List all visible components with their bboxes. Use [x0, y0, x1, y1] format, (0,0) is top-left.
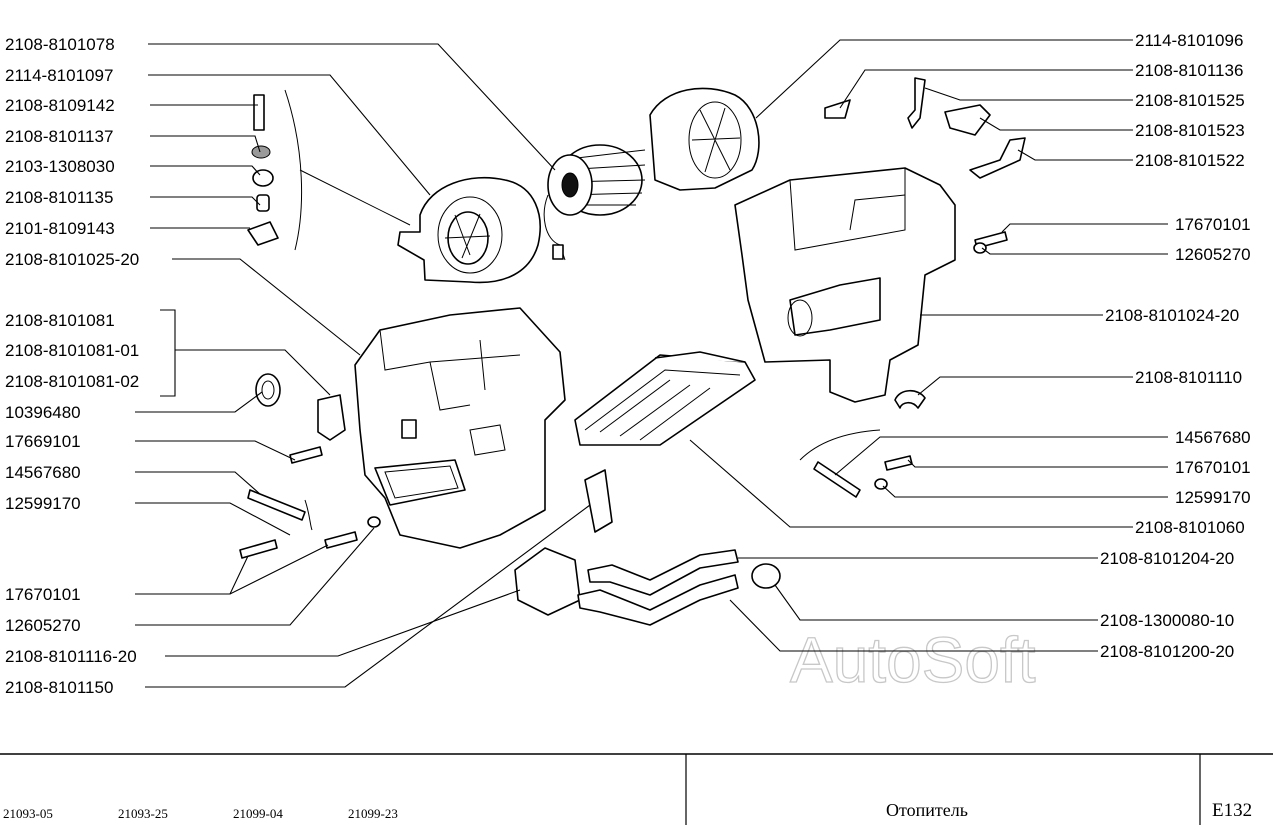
heater-housing-right-part — [734, 167, 956, 403]
clamp-strip-right-part — [813, 461, 861, 498]
clamp-strip-left-part — [247, 489, 306, 521]
left-labels: 2108-8101078 2114-8101097 2108-8109142 2… — [5, 35, 139, 697]
model-21093-05: 21093-05 — [3, 806, 53, 821]
label-2108-8101081-01: 2108-8101081-01 — [5, 341, 139, 360]
sheet-title: Отопитель — [886, 800, 968, 820]
label-2114-8101097: 2114-8101097 — [5, 66, 113, 85]
label-12605270-left: 12605270 — [5, 616, 81, 635]
screw-left-2-part — [239, 539, 278, 559]
hoses-part — [577, 549, 739, 626]
fan-housing-left-part — [397, 176, 541, 284]
leader-lines — [135, 39, 1168, 688]
heater-housing-left-part — [354, 307, 566, 549]
pipe-bracket-part — [584, 469, 613, 533]
label-12605270-right: 12605270 — [1175, 245, 1251, 264]
group-arc-left — [304, 499, 313, 531]
screw-part — [253, 94, 265, 131]
screw-right-part — [884, 455, 913, 471]
label-2108-8101525: 2108-8101525 — [1135, 91, 1245, 110]
screw-left-3-part — [324, 531, 358, 549]
label-2108-8101110: 2108-8101110 — [1135, 368, 1242, 387]
resistor-part — [317, 394, 346, 441]
label-2108-8101116-20: 2108-8101116-20 — [5, 647, 137, 666]
label-2114-8101096: 2114-8101096 — [1135, 31, 1243, 50]
heater-tap-part — [514, 547, 581, 616]
label-2108-8101523: 2108-8101523 — [1135, 121, 1245, 140]
label-2108-8101150: 2108-8101150 — [5, 678, 113, 697]
label-2108-8101060: 2108-8101060 — [1135, 518, 1245, 537]
watermark: AutoSoft — [790, 624, 1036, 696]
hose-clamp-part — [751, 563, 781, 589]
label-17669101: 17669101 — [5, 432, 81, 451]
washer-top-right-part — [973, 242, 987, 254]
lever-part — [907, 77, 926, 129]
bushing-part — [252, 169, 274, 187]
label-2108-8101024-20: 2108-8101024-20 — [1105, 306, 1239, 325]
sheet-code: E132 — [1212, 800, 1252, 821]
label-17670101-right: 17670101 — [1175, 458, 1251, 477]
nut-clip-part — [247, 221, 279, 246]
seal-ring-part — [255, 373, 281, 407]
label-17670101-left: 17670101 — [5, 585, 81, 604]
washer-part — [251, 145, 271, 159]
model-21099-04: 21099-04 — [233, 806, 283, 821]
label-12599170-left: 12599170 — [5, 494, 81, 513]
clip-part — [824, 99, 851, 119]
label-14567680-left: 14567680 — [5, 463, 81, 482]
label-2108-8101081: 2108-8101081 — [5, 311, 115, 330]
group-arc-right — [799, 429, 881, 461]
group-arrow-top — [299, 169, 411, 226]
valve-drive-part — [944, 104, 991, 136]
label-2103-1308030: 2103-1308030 — [5, 157, 115, 176]
fan-motor-part — [543, 144, 646, 261]
label-17670101-right-top: 17670101 — [1175, 215, 1251, 234]
label-2108-8101200-20: 2108-8101200-20 — [1100, 642, 1234, 661]
right-labels: 2114-8101096 2108-8101136 2108-8101525 2… — [1100, 31, 1251, 661]
sleeve-part — [256, 194, 270, 212]
label-2108-1300080-10: 2108-1300080-10 — [1100, 611, 1234, 630]
label-2108-8101522: 2108-8101522 — [1135, 151, 1245, 170]
label-14567680-right: 14567680 — [1175, 428, 1251, 447]
label-2108-8101078: 2108-8101078 — [5, 35, 115, 54]
fan-housing-right-part — [649, 87, 760, 191]
label-2108-8109142: 2108-8109142 — [5, 96, 115, 115]
screw-left-part — [289, 446, 323, 464]
washer-left-part — [367, 516, 381, 528]
model-21093-25: 21093-25 — [118, 806, 168, 821]
label-2108-8101025-20: 2108-8101025-20 — [5, 250, 139, 269]
label-12599170-right: 12599170 — [1175, 488, 1251, 507]
heater-core-part — [574, 351, 756, 446]
label-2108-8101081-02: 2108-8101081-02 — [5, 372, 139, 391]
title-block: 21093-05 21093-25 21099-04 21099-23 Отоп… — [0, 753, 1273, 825]
group-arc-top — [284, 89, 303, 251]
label-2108-8101137: 2108-8101137 — [5, 127, 113, 146]
label-2108-8101136: 2108-8101136 — [1135, 61, 1243, 80]
label-2108-8101135: 2108-8101135 — [5, 188, 113, 207]
rod-part — [969, 137, 1026, 179]
label-2101-8109143: 2101-8109143 — [5, 219, 115, 238]
damper-clip-part — [894, 389, 926, 409]
label-10396480: 10396480 — [5, 403, 81, 422]
label-2108-8101204-20: 2108-8101204-20 — [1100, 549, 1234, 568]
model-21099-23: 21099-23 — [348, 806, 398, 821]
